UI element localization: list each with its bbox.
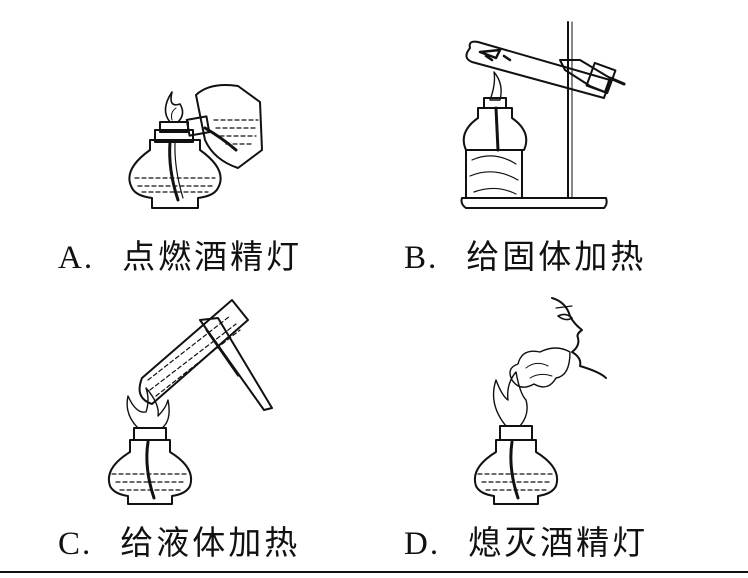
caption-a: A. 点燃酒精灯 (58, 230, 302, 278)
bottom-rule (0, 571, 748, 573)
lamp-body-d (475, 440, 557, 504)
flame (165, 92, 182, 122)
lamp-body (129, 140, 220, 208)
caption-d: D. 熄灭酒精灯 (404, 516, 648, 564)
panel-a-drawing (129, 85, 262, 208)
tilted-lamp (196, 85, 262, 168)
caption-d-letter: D. (404, 526, 441, 562)
caption-b-text: 给固体加热 (466, 237, 647, 276)
face-profile (552, 298, 606, 378)
breath-puff (510, 348, 570, 387)
caption-c-letter: C. (58, 526, 93, 562)
lamp-body-c (109, 440, 191, 504)
flame-d (494, 372, 528, 426)
caption-a-letter: A. (58, 240, 95, 276)
test-tube (466, 42, 610, 98)
caption-a-text: 点燃酒精灯 (122, 237, 303, 276)
test-tube-holder (200, 318, 272, 410)
panel-c-drawing (109, 300, 272, 504)
flame-c (127, 388, 169, 428)
caption-c-text: 给液体加热 (120, 523, 301, 562)
lamp-body-b (464, 108, 527, 150)
panel-b-drawing (462, 22, 625, 208)
lamp-wick (170, 142, 178, 200)
caption-d-text: 熄灭酒精灯 (468, 523, 649, 562)
caption-c: C. 给液体加热 (58, 516, 300, 564)
caption-b-letter: B. (404, 240, 439, 276)
panel-d-drawing (475, 298, 606, 504)
test-tube-c (140, 300, 248, 404)
caption-b: B. 给固体加热 (404, 230, 646, 278)
wooden-block (466, 150, 522, 198)
stand-base (462, 198, 607, 208)
